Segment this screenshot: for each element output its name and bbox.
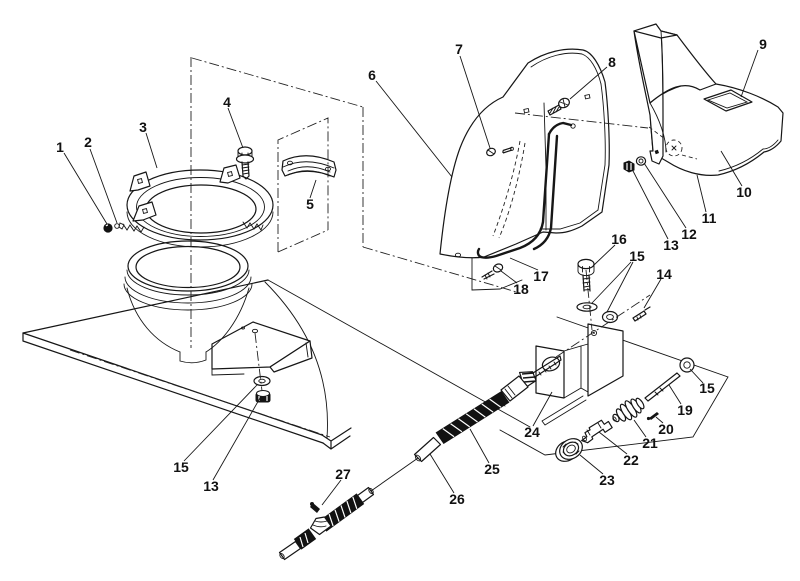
callout-20: 20 [658,421,674,437]
callout-19: 19 [677,402,693,418]
callout-26: 26 [449,491,465,507]
callout-23: 23 [599,472,615,488]
callout-15-c: 15 [173,459,189,475]
callout-2: 2 [84,134,92,150]
callout-18: 18 [513,281,529,297]
drum [123,240,253,364]
callout-1: 1 [56,139,64,155]
callout-5: 5 [306,196,314,212]
callout-10: 10 [736,184,752,200]
cable-upper [370,355,562,492]
washer-15-a [576,302,598,312]
screw-18 [481,263,504,280]
cable-bracket-24 [535,323,624,426]
pin-20 [646,412,659,421]
construction-lines [69,57,651,438]
callout-7: 7 [455,41,463,57]
leader-lines [63,49,759,506]
callout-16: 16 [611,231,627,247]
callout-24: 24 [524,424,540,440]
callout-3: 3 [139,119,147,135]
pin-27 [310,502,320,513]
washer-15-b [601,310,619,324]
sub-panel [499,316,729,456]
callout-22: 22 [623,452,639,468]
spool-22 [581,419,613,444]
screw-7 [486,146,514,157]
callout-14: 14 [656,266,672,282]
callout-6: 6 [368,67,376,83]
boot-21 [612,397,645,423]
link-rod-19 [644,372,681,402]
pin-14 [632,306,651,322]
callout-8: 8 [608,54,616,70]
callout-13: 13 [663,237,679,253]
cover-shroud [439,48,610,259]
callout-12: 12 [681,226,697,242]
callout-9: 9 [759,36,767,52]
callout-15: 15 [629,248,645,264]
callout-21: 21 [642,435,658,451]
washer-12 [635,156,647,166]
callout-27: 27 [335,466,351,482]
callout-4: 4 [223,94,231,110]
washer-15-c [679,357,695,373]
wire-frame-17 [476,121,576,259]
callout-11: 11 [702,210,717,226]
panel-corner [471,227,523,291]
clip-2 [114,222,125,230]
bolt-4 [235,146,255,180]
plate-bracket [211,321,313,376]
ball-knob-1 [103,223,113,233]
clamp-ring [122,164,274,248]
callout-15-b: 15 [699,380,715,396]
seat-cover [633,23,784,176]
cable-lower [278,486,375,561]
callout-25: 25 [484,461,500,477]
callout-17: 17 [533,268,549,284]
washer-15-plate [253,375,271,387]
grommet-23 [555,438,583,462]
callout-labels: 1 2 3 4 5 6 7 8 9 10 11 12 13 14 15 16 1… [56,36,767,507]
screw-8 [547,97,570,116]
callout-13-c: 13 [203,478,219,494]
bolt-16 [577,258,595,292]
nut-13-plate [255,390,271,403]
handle-bracket-5 [281,155,337,178]
nut-13-seat [623,160,635,173]
